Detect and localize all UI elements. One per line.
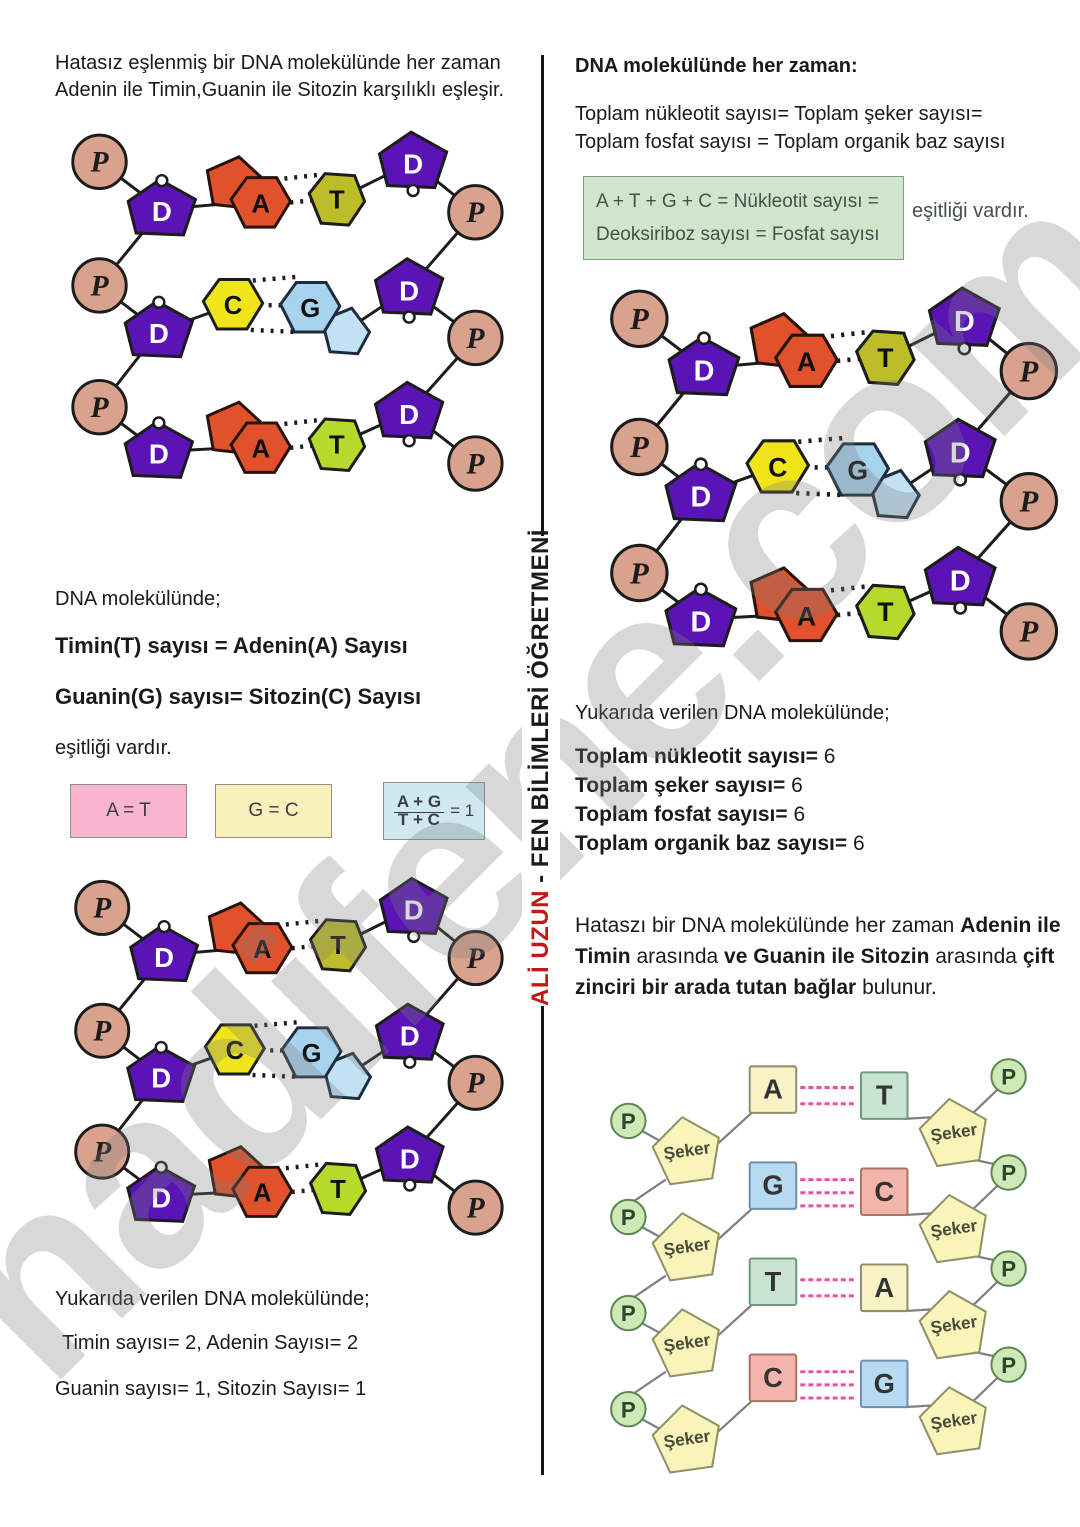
formula-box-ratio: A + G T + C = 1 xyxy=(383,782,485,840)
svg-text:T: T xyxy=(876,1080,893,1111)
svg-text:P: P xyxy=(621,1301,636,1326)
right-equalities: Toplam nükleotit sayısı= Toplam şeker sa… xyxy=(575,103,1006,153)
phosphate-node: P P P P P P P P xyxy=(610,1058,1027,1428)
svg-text:C: C xyxy=(763,1362,783,1393)
base-boxes: A T G C T A C G xyxy=(748,1065,909,1409)
left-summary-at: Timin sayısı= 2, Adenin Sayısı= 2 xyxy=(62,1332,359,1354)
dna-hand-diagram-top-left xyxy=(55,130,510,526)
formula-box-at: A = T xyxy=(70,784,187,838)
bond-paragraph: Hataszı bir DNA molekülünde her zaman Ad… xyxy=(575,914,1061,999)
right-totals: Toplam nükleotit sayısı= 6 Toplam şeker … xyxy=(575,742,865,858)
greenbox-side-note: eşitliği vardır. xyxy=(912,200,1029,222)
right-heading: DNA molekülünde her zaman: xyxy=(575,55,858,77)
rule-thymine-adenine: Timin(T) sayısı = Adenin(A) Sayısı xyxy=(55,633,408,658)
svg-text:P: P xyxy=(1001,1161,1016,1186)
svg-text:P: P xyxy=(1001,1065,1016,1090)
total-phosphate: Toplam fosfat sayısı= 6 xyxy=(575,803,806,826)
rule-guanine-cytosine: Guanin(G) sayısı= Sitozin(C) Sayısı xyxy=(55,684,422,709)
total-sugar: Toplam şeker sayısı= 6 xyxy=(575,774,803,797)
equality-note: eşitliği vardır. xyxy=(55,737,172,759)
dna-hand-diagram-right xyxy=(593,286,1065,696)
total-nucleotide: Toplam nükleotit sayısı= 6 xyxy=(575,745,836,768)
left-summary-gc: Guanin sayısı= 1, Sitozin Sayısı= 1 xyxy=(55,1378,367,1400)
teacher-title: FEN BİLİMLERİ ÖĞRETMENİ xyxy=(527,529,554,868)
ratio-fraction: A + G T + C xyxy=(393,792,445,829)
svg-text:P: P xyxy=(621,1397,636,1422)
dna-clean-diagram: Şeker Şeker Şeker Şeker Şeker Şeker Şeke… xyxy=(610,1058,1027,1474)
svg-text:T: T xyxy=(765,1266,782,1297)
svg-text:C: C xyxy=(874,1176,894,1207)
dna-hand-diagram-bottom-left xyxy=(58,876,510,1270)
right-summary-title: Yukarıda verilen DNA molekülünde; xyxy=(575,702,890,724)
total-organic-base: Toplam organik baz sayısı= 6 xyxy=(575,832,865,855)
clean-hydrogen-bonds xyxy=(800,1086,857,1400)
svg-text:P: P xyxy=(1001,1353,1016,1378)
svg-text:P: P xyxy=(1001,1257,1016,1282)
left-intro-paragraph: Hatasız eşlenmiş bir DNA molekülünde her… xyxy=(55,52,505,101)
svg-text:G: G xyxy=(874,1368,895,1399)
sugar-node: Şeker Şeker Şeker Şeker Şeker Şeker Şeke… xyxy=(651,1097,987,1474)
svg-text:A: A xyxy=(763,1074,783,1105)
teacher-name: ALİ UZUN xyxy=(527,890,554,1006)
nucleotide-equality-box: A + T + G + C = Nükleotit sayısı = Deoks… xyxy=(583,176,904,260)
formula-box-gc: G = C xyxy=(215,784,332,838)
svg-text:G: G xyxy=(762,1170,783,1201)
svg-text:P: P xyxy=(621,1205,636,1230)
left-summary-title: Yukarıda verilen DNA molekülünde; xyxy=(55,1288,370,1310)
svg-text:A: A xyxy=(874,1272,894,1303)
teacher-signature: ALİ UZUN - FEN BİLİMLERİ ÖĞRETMENİ xyxy=(522,529,560,1006)
svg-text:P: P xyxy=(621,1109,636,1134)
left-note: DNA molekülünde; xyxy=(55,588,221,610)
